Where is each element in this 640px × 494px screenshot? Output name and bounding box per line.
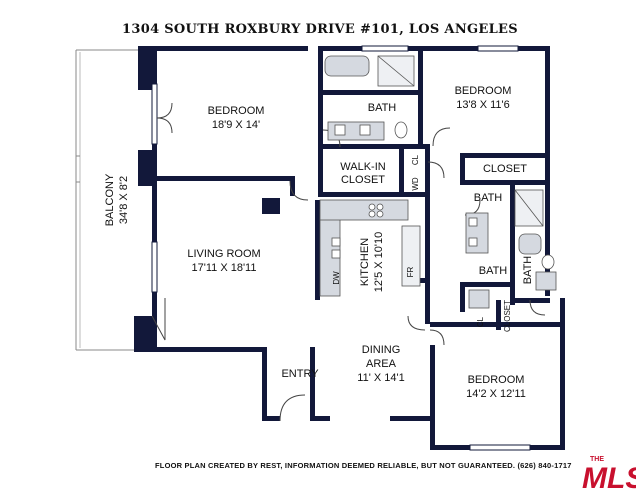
label-bedroom-main: BEDROOM xyxy=(208,105,265,117)
label-closet-small: CLOSET xyxy=(503,300,512,332)
label-walkin-line2: CLOSET xyxy=(341,174,385,186)
mls-logo-top: THE xyxy=(590,456,604,463)
dims-bedroom-main: 18'9 X 14' xyxy=(212,119,260,131)
label-dw: DW xyxy=(332,271,341,285)
label-kitchen: KITCHEN xyxy=(359,238,371,286)
label-cl-walkin: CL xyxy=(411,154,420,165)
fixtures xyxy=(319,55,557,309)
label-dining-line2: AREA xyxy=(366,358,397,370)
label-entry: ENTRY xyxy=(281,368,319,380)
label-balcony: BALCONY xyxy=(104,173,116,226)
dims-dining: 11' X 14'1 xyxy=(357,372,404,384)
label-bath-main: BATH xyxy=(368,102,397,114)
dims-balcony: 34'8 X 8'2 xyxy=(118,176,130,224)
dims-bedroom-ne: 13'8 X 11'6 xyxy=(456,99,510,111)
label-bedroom-se: BEDROOM xyxy=(468,374,525,386)
label-dining-line1: DINING xyxy=(362,344,401,356)
label-bedroom-ne: BEDROOM xyxy=(455,85,512,97)
room-labels: BEDROOM 18'9 X 14' BATH BEDROOM 13'8 X 1… xyxy=(104,85,534,400)
label-closet-ne: CLOSET xyxy=(483,163,527,175)
label-bath-ne: BATH xyxy=(474,192,503,204)
label-wd: WD xyxy=(411,177,420,191)
label-walkin-line1: WALK-IN xyxy=(340,161,385,173)
label-bath-mid: BATH xyxy=(479,265,508,277)
mls-logo-main: MLS xyxy=(582,462,636,492)
plan-title: 1304 SOUTH ROXBURY DRIVE #101, LOS ANGEL… xyxy=(122,22,518,37)
label-living: LIVING ROOM xyxy=(187,248,260,260)
dims-living: 17'11 X 18'11 xyxy=(192,262,257,274)
walls xyxy=(134,46,565,450)
label-fr: FR xyxy=(406,266,415,277)
dims-bedroom-se: 14'2 X 12'11 xyxy=(466,388,526,400)
label-cl-small: CL xyxy=(476,316,485,327)
label-bath-side: BATH xyxy=(522,256,534,285)
dims-kitchen: 12'5 X 10'10 xyxy=(373,232,385,292)
balcony-outline xyxy=(75,49,138,351)
disclaimer-note: FLOOR PLAN CREATED BY REST, INFORMATION … xyxy=(155,461,572,470)
windows xyxy=(151,45,531,451)
mls-logo: THE MLS xyxy=(582,456,636,492)
